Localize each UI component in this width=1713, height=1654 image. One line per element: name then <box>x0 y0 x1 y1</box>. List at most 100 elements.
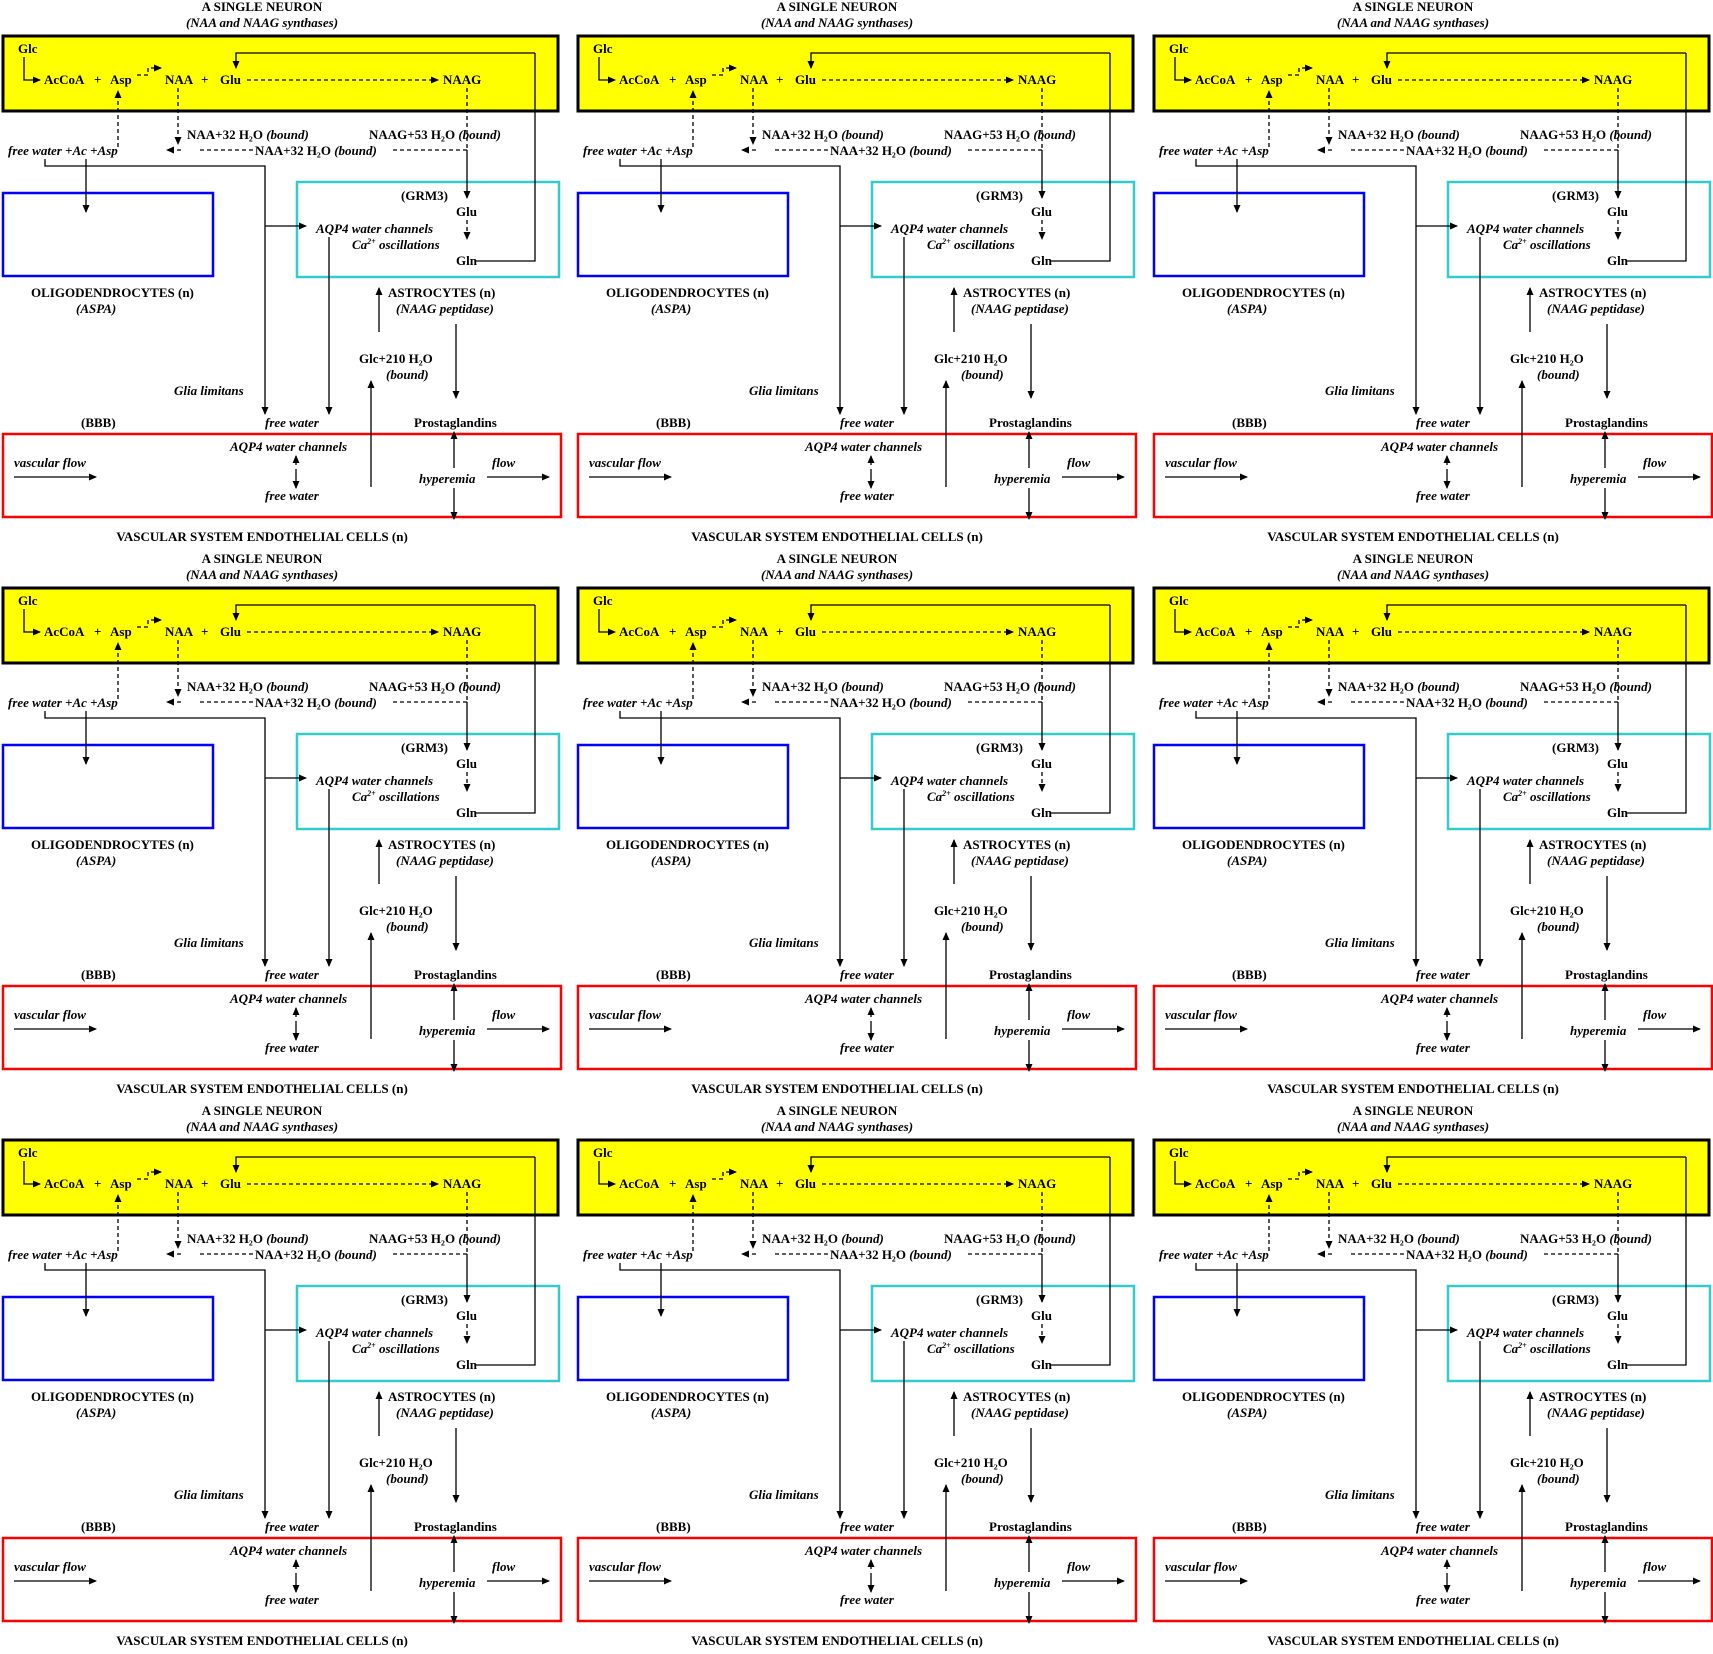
neuron-subtitle: (NAA and NAAG synthases) <box>186 567 338 582</box>
plus-sign: + <box>1245 624 1252 639</box>
free-water-vascular-label: free water <box>1416 1592 1471 1607</box>
aqp4-astro-label: AQP4 water channels <box>890 1325 1008 1340</box>
acetyl-coa-label: AcCoA <box>1195 1176 1236 1191</box>
neuron-title: A SINGLE NEURON <box>777 0 898 14</box>
neuron-water-diagram-5: A SINGLE NEURON (NAA and NAAG synthases)… <box>576 551 1138 1096</box>
grm3-label: (GRM3) <box>976 188 1023 203</box>
free-water-vascular-label: free water <box>265 1592 320 1607</box>
naag-peptidase-label: (NAAG peptidase) <box>1547 301 1645 316</box>
glc-bound-label: Glc+210 H₂O <box>1510 351 1584 366</box>
hyperemia-label: hyperemia <box>419 1023 476 1038</box>
glc-bound-tag: (bound) <box>961 367 1004 382</box>
neuron-subtitle: (NAA and NAAG synthases) <box>761 567 913 582</box>
gln-label: Gln <box>1031 1357 1053 1372</box>
prostaglandins-label: Prostaglandins <box>414 415 497 430</box>
asp-label: Asp <box>685 624 707 639</box>
bbb-label: (BBB) <box>1232 415 1267 430</box>
naag-label: NAAG <box>443 72 481 87</box>
bbb-label: (BBB) <box>1232 967 1267 982</box>
asp-label: Asp <box>685 72 707 87</box>
oligodendrocytes-label: OLIGODENDROCYTES (n) <box>31 1389 194 1404</box>
ca-oscillations-label: Ca2+ oscillations <box>352 1341 440 1356</box>
astrocyte-box <box>295 180 561 279</box>
free-water-vascular-label: free water <box>265 1040 320 1055</box>
naag-bound-label: NAAG+53 H₂O (bound) <box>944 679 1076 694</box>
bbb-label: (BBB) <box>656 967 691 982</box>
naa-label: NAA <box>165 72 194 87</box>
aqp4-astro-label: AQP4 water channels <box>890 773 1008 788</box>
hyperemia-label: hyperemia <box>419 1575 476 1590</box>
grm3-label: (GRM3) <box>401 1292 448 1307</box>
naag-bound-label: NAAG+53 H₂O (bound) <box>369 1231 501 1246</box>
astrocyte-box <box>870 732 1136 831</box>
gln-label: Gln <box>456 253 478 268</box>
aqp4-astro-label: AQP4 water channels <box>1466 1325 1584 1340</box>
plus-sign: + <box>669 72 676 87</box>
astro-glu-label: Glu <box>1031 1308 1052 1323</box>
gln-label: Gln <box>456 1357 478 1372</box>
glc-bound-label: Glc+210 H₂O <box>934 351 1008 366</box>
naag-bound-label: NAAG+53 H₂O (bound) <box>944 1231 1076 1246</box>
aspa-label: (ASPA) <box>76 301 116 316</box>
naa-label: NAA <box>1316 624 1345 639</box>
glc-bound-label: Glc+210 H₂O <box>1510 1455 1584 1470</box>
vascular-box <box>1 984 563 1071</box>
neuron-box <box>576 586 1135 665</box>
naa-bound-label: NAA+32 H₂O (bound) <box>762 1231 884 1246</box>
hyperemia-label: hyperemia <box>1570 1023 1627 1038</box>
astrocytes-label: ASTROCYTES (n) <box>388 837 495 852</box>
free-water-vascular-label: free water <box>1416 1040 1471 1055</box>
naag-label: NAAG <box>443 624 481 639</box>
grm3-label: (GRM3) <box>401 188 448 203</box>
bbb-label: (BBB) <box>1232 1519 1267 1534</box>
neuron-title: A SINGLE NEURON <box>1353 1103 1474 1118</box>
glc-bound-tag: (bound) <box>386 919 429 934</box>
astro-glu-label: Glu <box>1607 204 1628 219</box>
glc-bound-tag: (bound) <box>1537 1471 1580 1486</box>
asp-label: Asp <box>110 72 132 87</box>
astro-glu-label: Glu <box>1031 756 1052 771</box>
naag-bound-label: NAAG+53 H₂O (bound) <box>369 679 501 694</box>
glc-bound-label: Glc+210 H₂O <box>934 1455 1008 1470</box>
glia-limitans-label: Glia limitans <box>1325 1487 1395 1502</box>
vascular-cells-label: VASCULAR SYSTEM ENDOTHELIAL CELLS (n) <box>691 1633 983 1648</box>
aspa-label: (ASPA) <box>1227 301 1267 316</box>
naa-label: NAA <box>1316 72 1345 87</box>
asp-label: Asp <box>685 1176 707 1191</box>
flow-label: flow <box>492 455 515 470</box>
flow-label: flow <box>1067 1007 1090 1022</box>
prostaglandins-label: Prostaglandins <box>414 967 497 982</box>
bbb-label: (BBB) <box>81 1519 116 1534</box>
naa-label: NAA <box>740 1176 769 1191</box>
glc-bound-tag: (bound) <box>961 919 1004 934</box>
naa-bound-label-2: NAA+32 H₂O (bound) <box>1406 1247 1528 1262</box>
neuron-box <box>576 1138 1135 1217</box>
free-water-products: free water +Ac +Asp <box>583 1247 693 1262</box>
acetyl-coa-label: AcCoA <box>619 624 660 639</box>
oligodendrocyte-box <box>1 191 215 278</box>
free-water-products: free water +Ac +Asp <box>8 143 118 158</box>
plus-sign: + <box>1352 1176 1359 1191</box>
flow-label: flow <box>1643 1007 1666 1022</box>
naag-bound-label: NAAG+53 H₂O (bound) <box>944 127 1076 142</box>
plus-sign: + <box>776 72 783 87</box>
naa-bound-label-2: NAA+32 H₂O (bound) <box>830 143 952 158</box>
acetyl-coa-label: AcCoA <box>619 1176 660 1191</box>
astro-glu-label: Glu <box>456 1308 477 1323</box>
aqp4-vascular-label: AQP4 water channels <box>1380 1543 1498 1558</box>
acetyl-coa-label: AcCoA <box>619 72 660 87</box>
vascular-flow-label: vascular flow <box>14 1007 86 1022</box>
oligodendrocyte-box <box>1152 1295 1366 1382</box>
asp-label: Asp <box>110 1176 132 1191</box>
neuron-water-diagram-7: A SINGLE NEURON (NAA and NAAG synthases)… <box>1 1103 563 1648</box>
glc-label: Glc <box>18 1145 38 1160</box>
vascular-cells-label: VASCULAR SYSTEM ENDOTHELIAL CELLS (n) <box>116 529 408 544</box>
neuron-title: A SINGLE NEURON <box>777 551 898 566</box>
vascular-box <box>1 432 563 519</box>
vascular-cells-label: VASCULAR SYSTEM ENDOTHELIAL CELLS (n) <box>1267 1081 1559 1096</box>
plus-sign: + <box>669 624 676 639</box>
naa-label: NAA <box>165 624 194 639</box>
naag-bound-label: NAAG+53 H₂O (bound) <box>1520 679 1652 694</box>
glc-bound-label: Glc+210 H₂O <box>1510 903 1584 918</box>
oligodendrocyte-box <box>1 1295 215 1382</box>
